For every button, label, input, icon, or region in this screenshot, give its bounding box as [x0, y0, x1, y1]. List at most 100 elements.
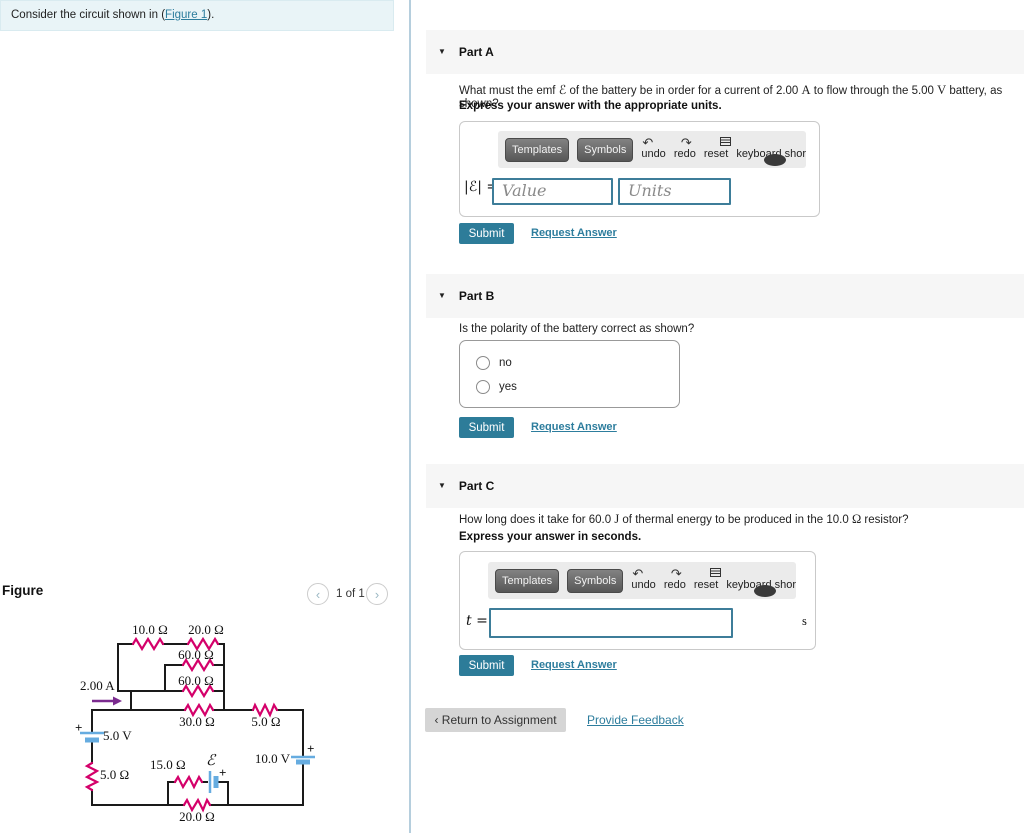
resistor-5ohm-left	[84, 761, 100, 792]
part-b-request-answer-link[interactable]: Request Answer	[531, 421, 617, 433]
radio-option-no[interactable]: no	[476, 356, 512, 370]
part-c-title: Part C	[458, 479, 495, 493]
reset-button[interactable]: reset	[703, 137, 732, 160]
question-text: of the battery be in order for a current…	[566, 85, 802, 97]
unit-volt: V	[937, 83, 947, 97]
resistor-15ohm	[173, 774, 204, 790]
undo-icon: ↶	[632, 566, 644, 581]
radio-option-yes[interactable]: yes	[476, 380, 517, 394]
chevron-right-icon: ›	[374, 586, 380, 602]
keyboard-shortcuts-button[interactable]: keyboard shortcuts	[726, 570, 796, 597]
current-arrow-icon	[92, 696, 122, 706]
undo-button[interactable]: ↶undo	[631, 566, 655, 591]
label-60ohm-b: 60.0 Ω	[178, 673, 214, 688]
collapse-triangle-icon: ▼	[438, 481, 446, 490]
equation-toolbar: Templates Symbols ↶undo ↷redo reset keyb…	[498, 131, 806, 168]
keyboard-shortcuts-button[interactable]: keyboard shortcuts	[736, 139, 806, 166]
toolbar-artifact	[754, 585, 777, 597]
part-a-instruction: Express your answer with the appropriate…	[459, 100, 722, 112]
part-a-request-answer-link[interactable]: Request Answer	[531, 227, 617, 239]
part-a-question: What must the emf ℰ of the battery be in…	[459, 82, 1019, 110]
return-to-assignment-button[interactable]: ‹ Return to Assignment	[425, 708, 566, 732]
part-a-header[interactable]: ▼ Part A	[426, 30, 1024, 74]
radio-option-label: yes	[499, 381, 517, 393]
redo-icon: ↷	[670, 566, 682, 581]
question-text: What must the emf	[459, 85, 559, 97]
resistor-5ohm-mid	[251, 702, 279, 718]
time-answer-input[interactable]	[489, 608, 733, 638]
reset-label: reset	[703, 148, 729, 160]
radio-button-icon[interactable]	[476, 356, 490, 370]
intro-text: Consider the circuit shown in (	[11, 9, 166, 21]
figure-pagination: 1 of 1	[336, 588, 365, 600]
undo-icon: ↶	[642, 135, 654, 150]
part-a-answer-label: |ℰ| =	[464, 179, 499, 195]
part-b-submit-button[interactable]: Submit	[459, 417, 514, 438]
label-emf: ℰ	[206, 751, 217, 769]
undo-button[interactable]: ↶undo	[641, 135, 666, 160]
resistor-20ohm-bottom	[182, 797, 212, 813]
chevron-left-icon: ‹	[434, 713, 439, 727]
figure-section-title: Figure	[2, 583, 44, 598]
symbols-button[interactable]: Symbols	[567, 568, 624, 593]
question-text: to flow through the 5.00	[810, 85, 938, 97]
collapse-triangle-icon: ▼	[438, 291, 446, 300]
resistor-60ohm-a	[181, 657, 215, 673]
part-a-submit-button[interactable]: Submit	[459, 223, 514, 244]
undo-label: undo	[641, 148, 666, 160]
part-c-submit-button[interactable]: Submit	[459, 655, 514, 676]
label-10ohm: 10.0 Ω	[132, 622, 168, 637]
label-plus-5v: +	[75, 720, 82, 735]
part-a-answer-box: Templates Symbols ↶undo ↷redo reset keyb…	[459, 121, 820, 217]
part-c-request-answer-link[interactable]: Request Answer	[531, 659, 617, 671]
part-c-header[interactable]: ▼ Part C	[426, 464, 1024, 508]
label-20ohm-bottom: 20.0 Ω	[179, 809, 215, 824]
part-b-header[interactable]: ▼ Part B	[426, 274, 1024, 318]
part-b-options-group: no yes	[459, 340, 680, 408]
part-b-question: Is the polarity of the battery correct a…	[459, 323, 1019, 335]
units-input[interactable]	[618, 178, 731, 205]
question-text: battery, as shown?	[459, 85, 1003, 110]
part-c-answer-label: t =	[466, 613, 488, 629]
resistor-10ohm	[131, 636, 165, 652]
radio-button-icon[interactable]	[476, 380, 490, 394]
toolbar-artifact	[764, 154, 787, 166]
figure-next-button[interactable]: ›	[366, 583, 388, 605]
emf-symbol: ℰ	[558, 82, 567, 97]
return-label: Return to Assignment	[441, 713, 557, 727]
seconds-unit-suffix: s	[802, 614, 807, 628]
redo-icon: ↷	[680, 135, 692, 150]
redo-button[interactable]: ↷redo	[663, 566, 686, 591]
panel-divider	[409, 0, 411, 833]
label-60ohm-a: 60.0 Ω	[178, 647, 214, 662]
figure-prev-button[interactable]: ‹	[307, 583, 329, 605]
label-5ohm-mid: 5.0 Ω	[251, 714, 280, 729]
value-input[interactable]	[492, 178, 613, 205]
circuit-wires	[91, 643, 304, 806]
redo-label: redo	[673, 148, 696, 160]
provide-feedback-link[interactable]: Provide Feedback	[587, 713, 684, 727]
label-5v: 5.0 V	[103, 728, 132, 743]
reset-icon	[710, 568, 722, 577]
reset-label: reset	[693, 579, 719, 591]
question-text: How long does it take for 60.0	[459, 514, 615, 526]
redo-label: redo	[663, 579, 686, 591]
circuit-diagram: 10.0 Ω 20.0 Ω 60.0 Ω 60.0 Ω 2.00 A 30.0 …	[75, 622, 315, 824]
figure-link[interactable]: Figure 1	[165, 9, 208, 21]
circuit-labels: 10.0 Ω 20.0 Ω 60.0 Ω 60.0 Ω 2.00 A 30.0 …	[75, 622, 314, 824]
resistor-20ohm	[186, 636, 220, 652]
templates-button[interactable]: Templates	[505, 137, 570, 162]
label-plus-10v: +	[307, 741, 314, 756]
label-current: 2.00 A	[80, 678, 115, 693]
part-a-title: Part A	[458, 45, 494, 59]
templates-button[interactable]: Templates	[495, 568, 560, 593]
equation-toolbar: Templates Symbols ↶undo ↷redo reset keyb…	[488, 562, 796, 599]
redo-button[interactable]: ↷redo	[673, 135, 696, 160]
part-c-question: How long does it take for 60.0 J of ther…	[459, 512, 1019, 527]
reset-button[interactable]: reset	[693, 568, 722, 591]
label-plus-emf: +	[219, 765, 226, 780]
intro-text-end: ).	[207, 9, 215, 21]
label-5ohm-left: 5.0 Ω	[100, 767, 129, 782]
symbols-button[interactable]: Symbols	[577, 137, 634, 162]
